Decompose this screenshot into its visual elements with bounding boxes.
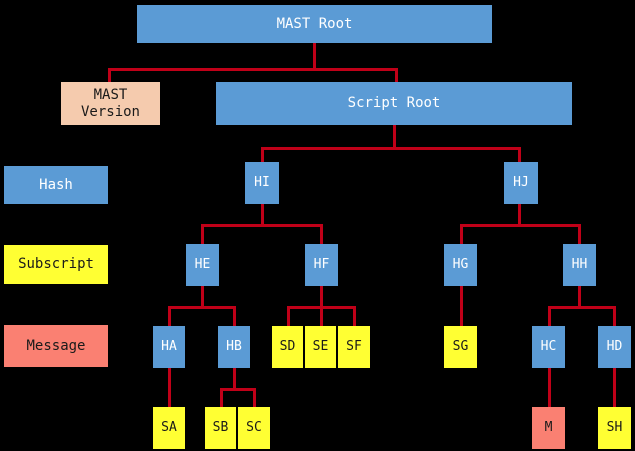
node-se[interactable]: SE bbox=[305, 326, 337, 368]
node-hb[interactable]: HB bbox=[218, 326, 250, 368]
node-sd[interactable]: SD bbox=[272, 326, 304, 368]
edge-to-sd bbox=[287, 306, 290, 327]
edge-hh-bus bbox=[548, 306, 614, 309]
node-hf[interactable]: HF bbox=[305, 244, 338, 286]
edge-to-hg bbox=[460, 224, 463, 246]
edge-hh-stem bbox=[578, 286, 581, 308]
legend-item-message: Message bbox=[4, 325, 108, 367]
edge-scriptroot-bus bbox=[261, 147, 521, 150]
node-mast-root[interactable]: MAST Root bbox=[137, 5, 492, 43]
node-hd[interactable]: HD bbox=[598, 326, 631, 368]
edge-hj-bus bbox=[460, 224, 581, 227]
node-script-root[interactable]: Script Root bbox=[216, 82, 572, 125]
node-hg[interactable]: HG bbox=[444, 244, 477, 286]
edge-to-he bbox=[201, 224, 204, 246]
node-hi[interactable]: HI bbox=[245, 162, 279, 204]
edge-to-hf bbox=[320, 224, 323, 246]
edge-to-hi bbox=[261, 147, 264, 165]
node-mast-version[interactable]: MAST Version bbox=[61, 82, 160, 125]
edge-to-scriptroot bbox=[395, 68, 398, 84]
edge-mastroot-stem bbox=[313, 42, 316, 70]
edge-he-bus bbox=[168, 306, 236, 309]
edge-hf-stem bbox=[320, 286, 323, 308]
edge-to-mastversion bbox=[108, 68, 111, 84]
node-ha[interactable]: HA bbox=[153, 326, 185, 368]
legend-item-subscript: Subscript bbox=[4, 245, 108, 284]
edge-to-hb bbox=[233, 306, 236, 327]
node-he[interactable]: HE bbox=[186, 244, 219, 286]
edge-ha-to-sa bbox=[168, 368, 171, 409]
edge-to-sb bbox=[220, 388, 223, 409]
node-sb[interactable]: SB bbox=[205, 407, 237, 449]
node-sf[interactable]: SF bbox=[338, 326, 370, 368]
edge-to-hh bbox=[578, 224, 581, 246]
node-hh[interactable]: HH bbox=[563, 244, 596, 286]
edge-hi-bus bbox=[201, 224, 323, 227]
edge-hb-stem bbox=[233, 368, 236, 390]
edge-to-sc bbox=[253, 388, 256, 409]
edge-hb-bus bbox=[220, 388, 255, 391]
legend-item-hash: Hash bbox=[4, 166, 108, 204]
edge-to-hd bbox=[613, 306, 616, 327]
node-hc[interactable]: HC bbox=[532, 326, 565, 368]
edge-scriptroot-stem bbox=[393, 125, 396, 149]
node-sg[interactable]: SG bbox=[444, 326, 477, 368]
edge-he-stem bbox=[201, 286, 204, 308]
edge-to-hj bbox=[518, 147, 521, 165]
edge-to-hc bbox=[548, 306, 551, 327]
node-hj[interactable]: HJ bbox=[504, 162, 538, 204]
node-sa[interactable]: SA bbox=[153, 407, 185, 449]
node-sc[interactable]: SC bbox=[238, 407, 270, 449]
edge-hd-to-sh bbox=[613, 368, 616, 409]
edge-hg-to-sg bbox=[460, 286, 463, 327]
edge-to-se bbox=[320, 306, 323, 327]
edge-mastroot-bus bbox=[108, 68, 398, 71]
edge-to-ha bbox=[168, 306, 171, 327]
edge-hj-stem bbox=[518, 204, 521, 226]
edge-hi-stem bbox=[261, 204, 264, 226]
node-sh[interactable]: SH bbox=[598, 407, 631, 449]
node-m[interactable]: M bbox=[532, 407, 565, 449]
edge-to-sf bbox=[353, 306, 356, 327]
edge-hc-to-m bbox=[548, 368, 551, 409]
